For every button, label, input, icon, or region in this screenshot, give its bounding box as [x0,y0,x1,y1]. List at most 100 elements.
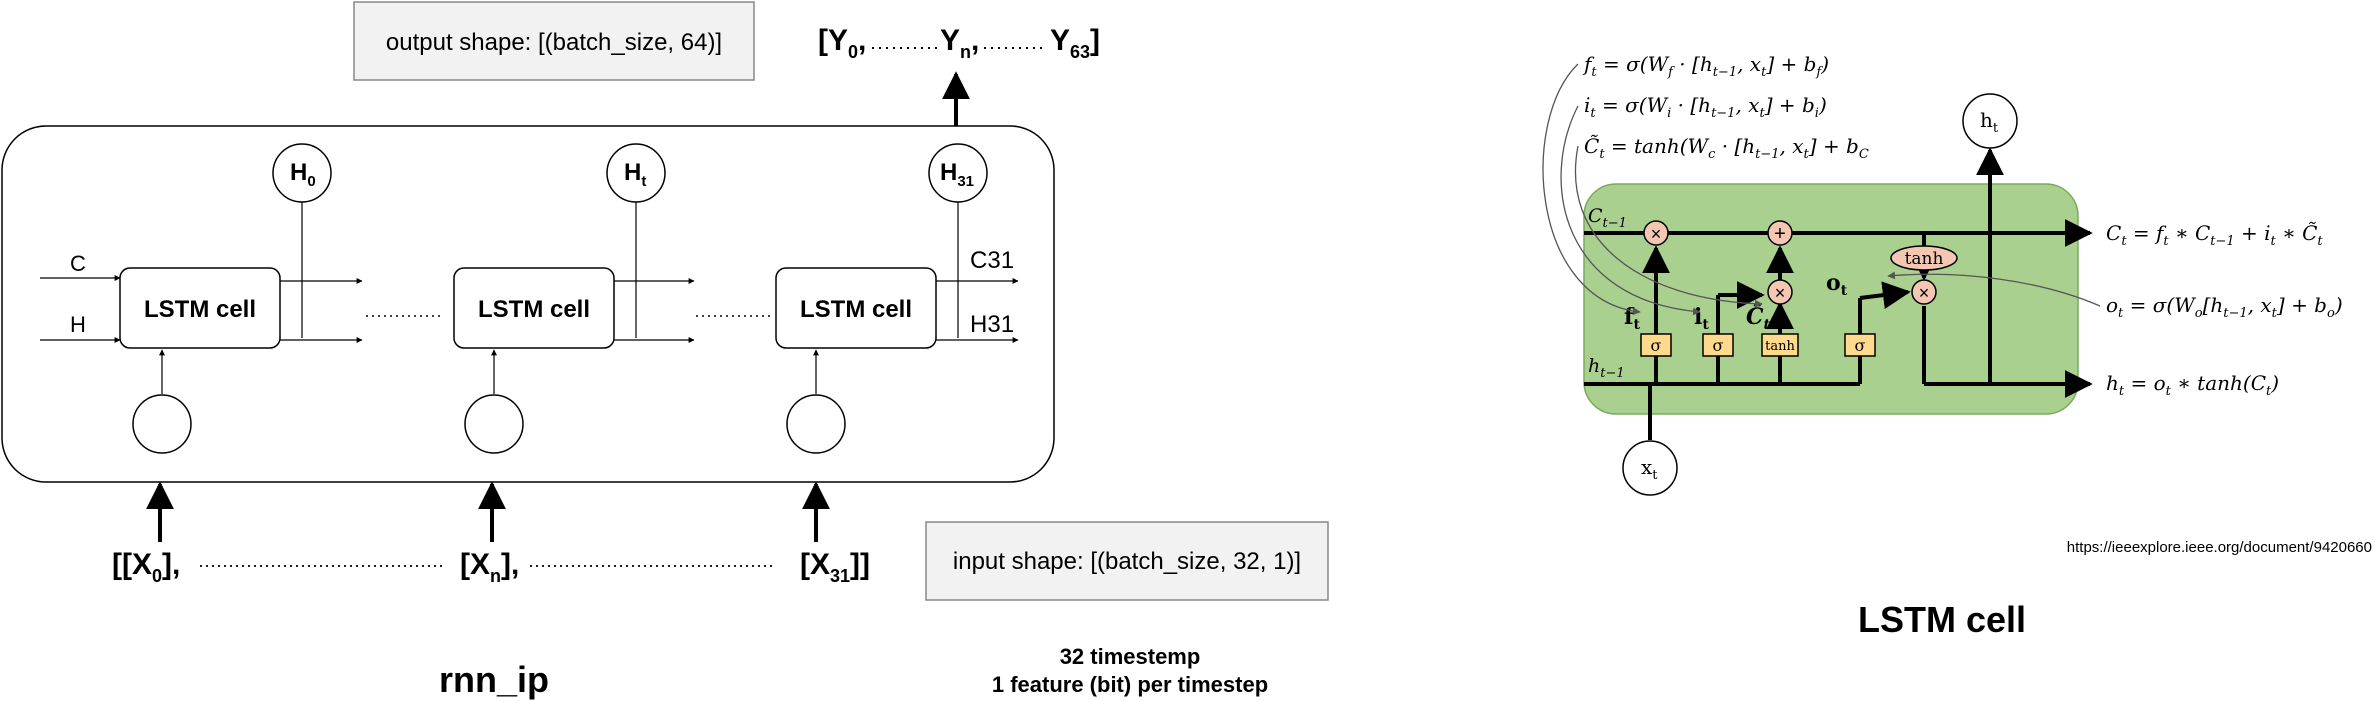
svg-text:Ht: Ht [624,159,646,190]
eq-c-var: C̃ [1584,134,1599,158]
svg-text:[Y0,: [Y0, [818,24,866,62]
svg-text:[X31]]: [X31]] [800,548,870,586]
y0-sub: 0 [848,42,858,62]
eq-h-var: h [2106,371,2119,395]
input-shape-box: input shape: [(batch_size, 32, 1)] [925,521,1329,601]
gate-sigma: σ [1855,336,1866,355]
hidden-state-h0: H0 [272,143,332,203]
eq-i-text: = σ(W [1596,93,1669,117]
x0-tail: ], [162,548,180,581]
lstm-cell-0: LSTM cell [119,267,281,349]
forget-multiply-op: × [1643,220,1669,246]
h31-sub: 31 [957,173,974,190]
svg-text:ot: ot [1826,270,1848,299]
svg-text:ot = σ(Wo[ht−1, xt] + bo): ot = σ(Wo[ht−1, xt] + bo) [2106,293,2343,321]
hidden-state-ht: Ht [606,143,666,203]
cell-label: LSTM cell [144,296,256,323]
it-label: i [1694,304,1702,330]
svg-text:xt: xt [1641,455,1658,483]
svg-text:×: × [1919,283,1930,303]
x31-tail: ]] [850,548,870,581]
candidate-gate: tanh [1761,333,1799,357]
equation-i: it = σ(Wi · [ht−1, xt] + bi) [1584,93,1827,121]
ft-label: f [1624,304,1635,330]
rnn-container [1,125,1055,483]
ctilde-label: C̃ [1746,304,1764,330]
h31-out-label: H [970,311,987,338]
output-gate: σ [1844,333,1876,357]
output-multiply-op: × [1911,279,1937,305]
h31-label: H [940,159,957,186]
ht-node: ht [1962,93,2018,149]
h-prev-label: h [1588,355,1600,377]
h-label: H [70,312,86,337]
ht-label: H [624,159,641,186]
rnn-diagram: output shape: [(batch_size, 64)] [Y0, Yn… [1,1,1329,700]
svg-text:Ct−1: Ct−1 [1588,205,1627,231]
svg-text:[[X0],: [[X0], [112,548,180,586]
input-node-0 [132,394,192,454]
input-node-n [464,394,524,454]
equation-o: ot = σ(Wo[ht−1, xt] + bo) [2106,293,2343,321]
eq-o-text: = σ(W [2123,293,2196,317]
svg-text:ft = σ(Wf · [ht−1, xt] + bf): ft = σ(Wf · [ht−1, xt] + bf) [1582,52,1829,80]
output-shape-label: output shape: [(batch_size, 64)] [386,29,722,56]
svg-text:C̃t = tanh(Wc · [ht−1, xt] + b: C̃t = tanh(Wc · [ht−1, xt] + bC [1584,134,1869,162]
tanh-op: tanh [1890,245,1958,271]
yn: Y [940,24,960,57]
svg-text:×: × [1775,283,1786,303]
source-url: https://ieeexplore.ieee.org/document/942… [2067,539,2372,556]
xt-label: x [1641,455,1653,479]
svg-text:it: it [1694,304,1709,333]
svg-text:H31: H31 [970,311,1014,338]
svg-text:+: + [1774,223,1786,245]
svg-text:Yn,: Yn, [940,24,979,62]
h0-label: H [290,159,307,186]
equation-f: ft = σ(Wf · [ht−1, xt] + bf) [1582,52,1829,80]
add-op: + [1767,220,1793,246]
timestep-line2: 1 feature (bit) per timestep [992,672,1268,697]
input-node-31 [786,394,846,454]
svg-text:it = σ(Wi · [ht−1, xt] + bi): it = σ(Wi · [ht−1, xt] + bi) [1584,93,1827,121]
gate-sigma: σ [1713,336,1724,355]
eq-f-text: = σ(W [1597,52,1670,76]
svg-text:[Xn],: [Xn], [460,548,519,586]
output-vector: [Y0, Yn, Y63] [818,24,1100,62]
xn-sub: n [490,566,501,586]
h0-sub: 0 [307,173,315,190]
eq-c-text: = tanh(W [1605,134,1710,158]
c-prev-label: C [1588,205,1603,227]
input-gate: σ [1702,333,1734,357]
c31-sub: 31 [987,247,1014,274]
y-open: [Y [818,24,848,57]
x31-label: [X [800,548,830,581]
h31-out-sub: 31 [987,311,1014,338]
eq-ct-var: C [2106,221,2121,245]
ht-node-label: h [1980,108,1993,132]
svg-text:C31: C31 [970,247,1014,274]
lstm-title: LSTM cell [1858,599,2026,640]
lstm-cell-body [1583,183,2079,415]
x0-sub: 0 [152,566,162,586]
eq-o-var: o [2106,293,2118,317]
xn-label: [X [460,548,490,581]
ht-sub: t [641,173,646,190]
tanh-op-label: tanh [1905,249,1944,269]
gate-sigma: σ [1651,336,1662,355]
svg-text:C̃t: C̃t [1746,304,1771,333]
hidden-state-h31: H31 [928,143,988,203]
lstm-cell-diagram: × + × × tanh σ σ tanh [1542,52,2372,640]
timestep-line1: 32 timestemp [1060,644,1201,669]
input-multiply-op: × [1767,279,1793,305]
xn-tail: ], [501,548,519,581]
lstm-cell-n: LSTM cell [453,267,615,349]
svg-text:ft: ft [1624,304,1640,333]
xt-node: xt [1622,440,1678,496]
output-shape-box: output shape: [(batch_size, 64)] [353,1,755,81]
svg-text:H0: H0 [290,159,316,190]
svg-text:Y63]: Y63] [1050,24,1100,62]
equation-ct: Ct = ft ∗ Ct−1 + it ∗ C̃t [2106,221,2323,249]
c31-label: C [970,247,987,274]
equation-c-tilde: C̃t = tanh(Wc · [ht−1, xt] + bC [1584,134,1869,162]
